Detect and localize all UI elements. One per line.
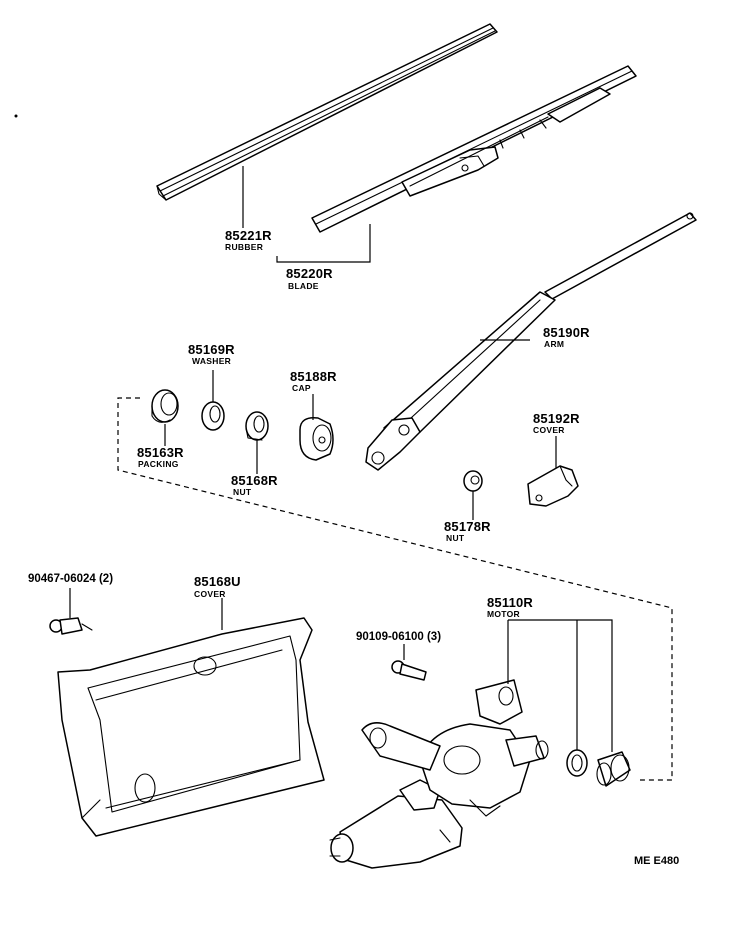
label-85190R-name: ARM [544,339,565,349]
packing-drawing [151,389,179,423]
label-85168U-name: COVER [194,589,226,599]
label-85163R-number: 85163R [137,445,184,460]
wiper-arm-drawing [365,212,697,471]
label-85192R-number: 85192R [533,411,580,426]
figure-code: ME E480 [634,855,680,867]
washer-drawing [201,401,225,431]
arm-cover-drawing [527,465,579,507]
label-85221R-number: 85221R [225,228,272,243]
label-85169R-number: 85169R [188,342,235,357]
label-85192R-name: COVER [533,425,565,435]
blade-leader-line [276,224,371,263]
nut-small-drawing [463,470,483,492]
stray-mark [14,114,18,118]
label-85110R-number: 85110R [487,595,534,610]
label-85110R-name: MOTOR [487,609,520,619]
label-85163R-name: PACKING [138,459,179,469]
motor-seal-ring-drawing [566,749,588,777]
motor-bushing-drawing [596,751,631,787]
wiper-rubber-drawing [156,23,498,201]
label-85188R-name: CAP [292,383,311,393]
screw-cover-drawing [49,617,93,635]
label-bolt-code: 90109-06100 (3) [356,631,442,643]
label-85221R-name: RUBBER [225,242,264,252]
label-85220R-number: 85220R [286,266,333,281]
label-85188R-number: 85188R [290,369,337,384]
cap-drawing [299,417,334,461]
label-85168R-number: 85168R [231,473,278,488]
bolt-motor-drawing [391,660,427,681]
wiper-motor-drawing [329,679,549,869]
wiper-blade-drawing [311,65,637,233]
label-85169R-name: WASHER [192,356,232,366]
assembly-dashed-line [117,397,673,781]
label-85220R-name: BLADE [288,281,319,291]
label-screw-code: 90467-06024 (2) [28,573,114,585]
motor-cover-drawing [57,617,325,837]
motor-leader-lines [507,619,613,752]
label-85190R-number: 85190R [543,325,590,340]
label-85168U-number: 85168U [194,574,241,589]
nut-upper-drawing [245,411,269,441]
label-85168R-name: NUT [233,487,252,497]
label-85178R-name: NUT [446,533,465,543]
motor-seal-ring-inner-drawing [571,754,583,772]
label-85178R-number: 85178R [444,519,491,534]
